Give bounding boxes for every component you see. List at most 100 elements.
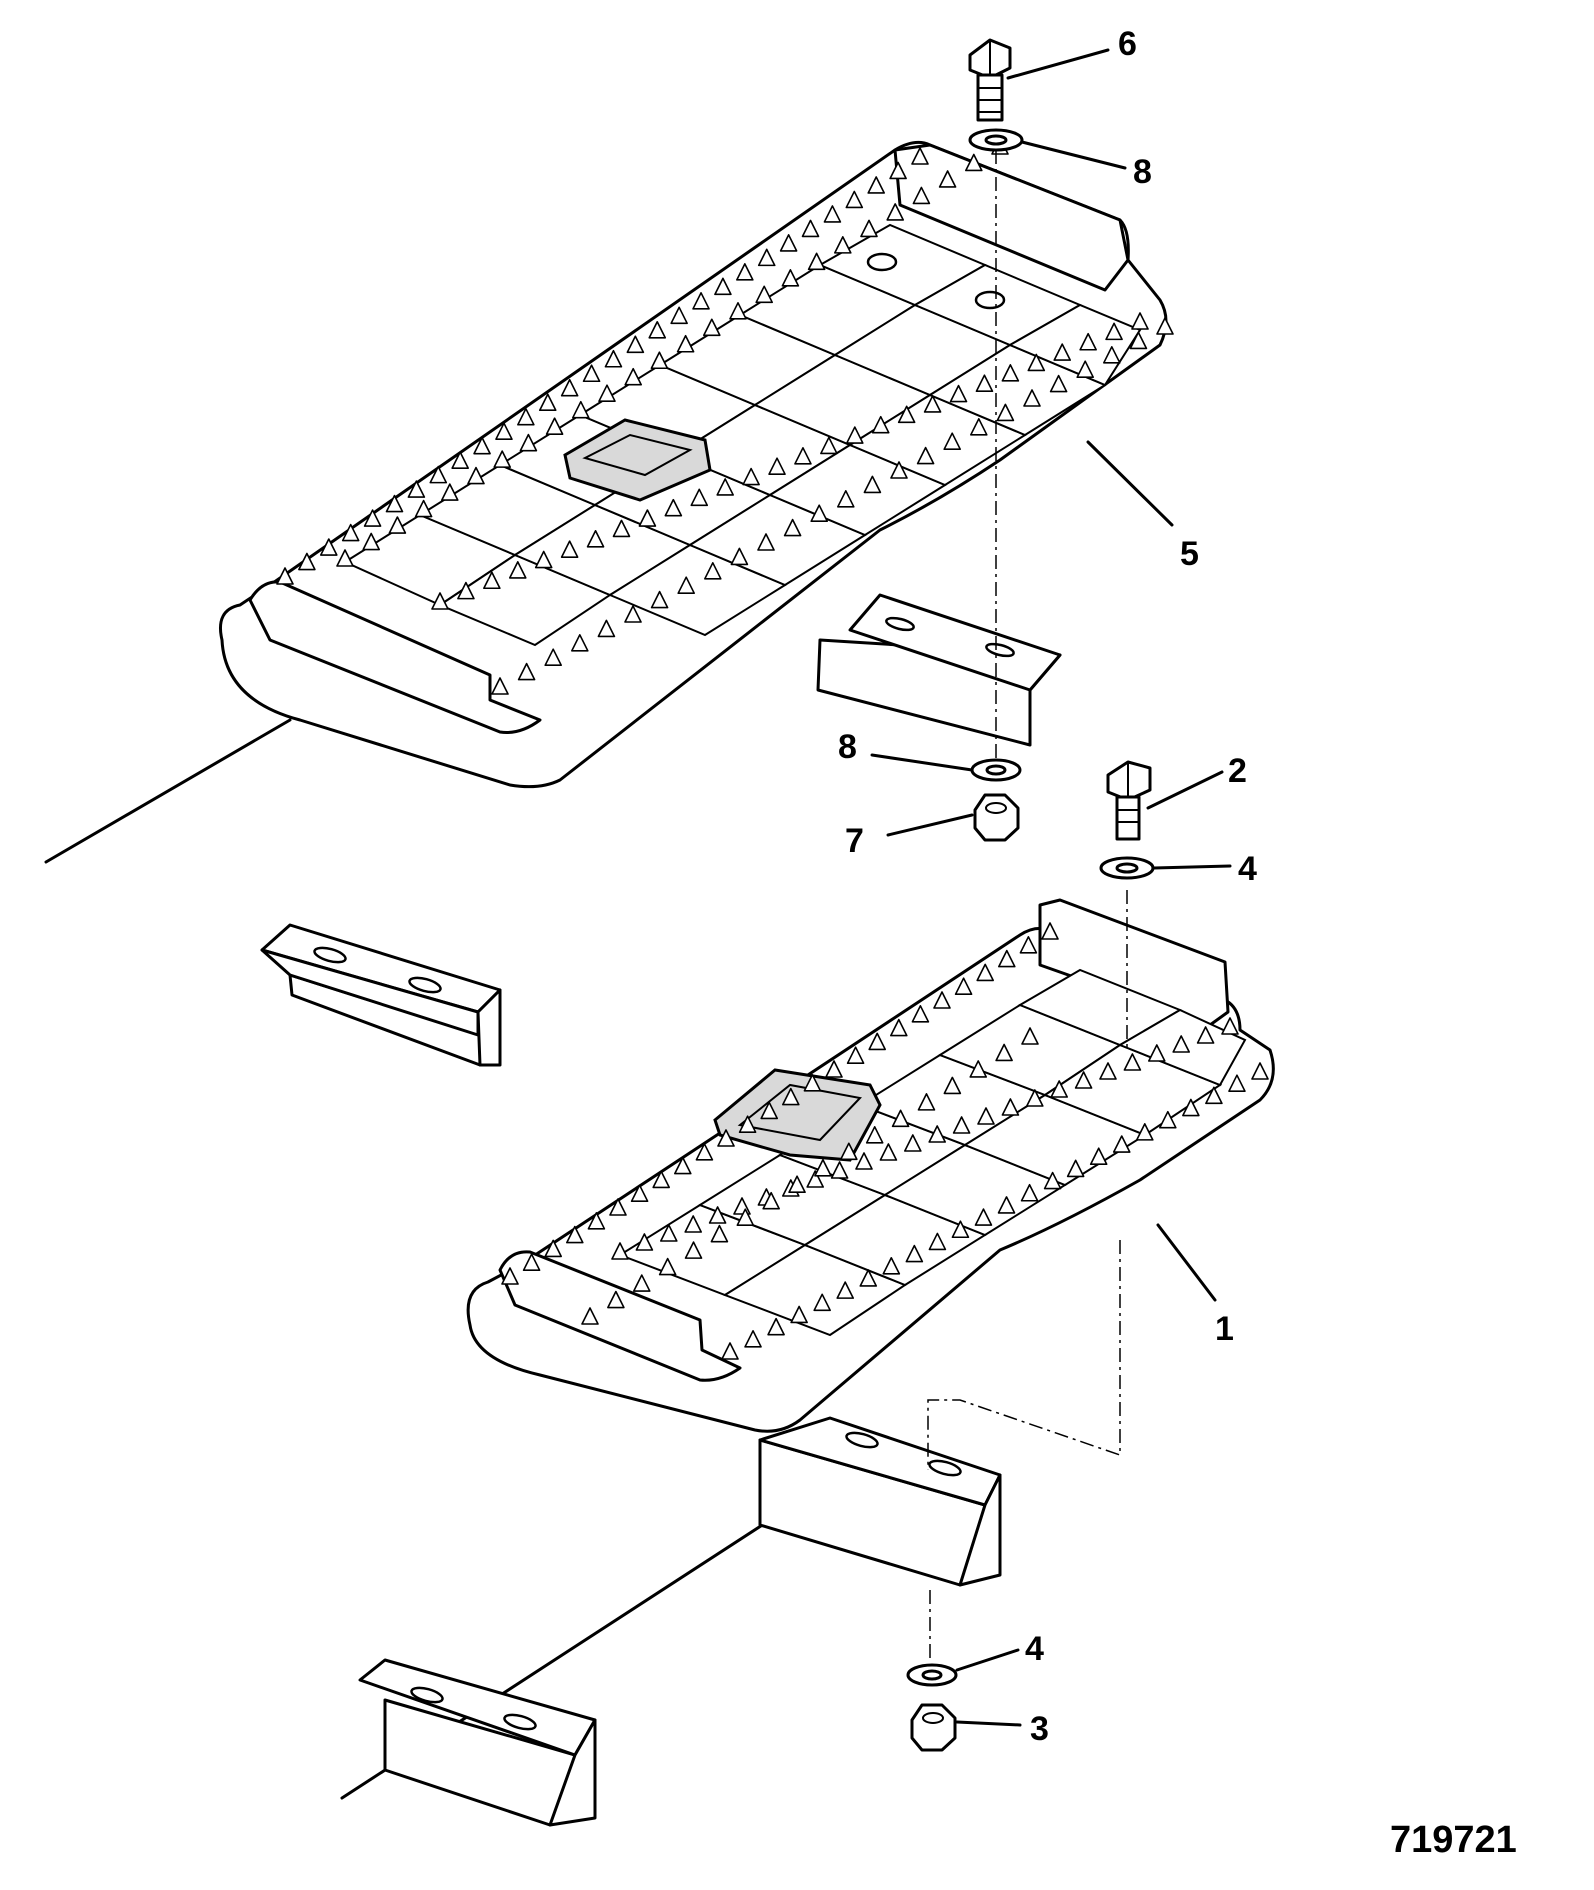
tread-tooth — [695, 1143, 714, 1161]
upper-step-tread — [219, 140, 1168, 789]
tread-tooth — [868, 1032, 886, 1051]
tread-tooth — [807, 252, 826, 271]
tread-tooth — [933, 991, 951, 1009]
tread-tooth — [845, 190, 864, 209]
tread-tooth — [974, 1208, 993, 1226]
tread-tooth — [1020, 1183, 1039, 1202]
tread-tooth — [762, 1191, 780, 1210]
tread-tooth — [545, 417, 564, 435]
tread-tooth — [676, 334, 695, 353]
lower-step-tread — [466, 898, 1275, 1433]
tread-tooth — [717, 1129, 735, 1147]
upper-step-rear-bracket — [816, 593, 1062, 747]
tread-tooth — [607, 1290, 625, 1309]
washer-4-lower — [906, 1663, 958, 1687]
tread-tooth — [581, 1307, 599, 1325]
tread-tooth — [674, 1156, 692, 1175]
tread-tooth — [1050, 1080, 1068, 1098]
tread-tooth — [1019, 936, 1038, 954]
tread-tooth — [917, 1093, 936, 1111]
tread-tooth — [905, 1244, 924, 1263]
tread-tooth — [757, 533, 775, 551]
tread-tooth — [650, 351, 669, 370]
tread-tooth — [522, 1253, 541, 1271]
tread-tooth — [1021, 1027, 1039, 1045]
tread-tooth — [912, 186, 931, 205]
lower-step-logo-badge — [713, 1068, 882, 1162]
tread-tooth — [431, 592, 449, 610]
lower-step-grid — [617, 968, 1247, 1337]
tread-tooth — [1205, 1086, 1223, 1105]
tread-tooth — [710, 1224, 729, 1243]
tread-tooth — [783, 518, 802, 537]
tread-tooth — [716, 478, 734, 496]
tread-tooth — [624, 367, 642, 386]
tread-tooth — [836, 1281, 855, 1299]
tread-tooth — [298, 552, 316, 571]
callout-6: 6 — [1118, 25, 1137, 63]
tread-tooth — [814, 1158, 832, 1177]
tread-tooth — [768, 457, 786, 475]
mounting-line-upper — [44, 718, 292, 864]
tread-tooth — [846, 426, 864, 444]
tread-tooth — [1251, 1062, 1269, 1080]
leader-6 — [1006, 48, 1110, 80]
leader-8-upper — [1020, 140, 1127, 170]
tread-tooth — [652, 1170, 670, 1189]
tread-tooth — [1156, 317, 1174, 335]
tread-tooth — [949, 384, 968, 403]
tread-tooth — [928, 1232, 947, 1251]
tread-tooth — [534, 550, 553, 569]
tread-tooth — [970, 418, 988, 436]
tread-tooth — [813, 1293, 831, 1312]
washer-8-lower — [970, 758, 1022, 782]
tread-tooth — [457, 581, 475, 600]
tread-tooth — [467, 466, 485, 485]
tread-tooth — [491, 677, 509, 695]
tread-tooth — [586, 529, 605, 548]
tread-tooth — [788, 1175, 806, 1194]
tread-tooth — [890, 1018, 908, 1037]
washer-4-upper — [1099, 856, 1155, 880]
upper-step-hole-b — [974, 290, 1006, 310]
tread-tooth — [632, 1274, 651, 1292]
left-bracket-upper — [260, 923, 502, 1067]
tread-tooth — [630, 1184, 649, 1202]
tread-tooth — [923, 395, 942, 413]
tread-tooth — [638, 509, 657, 527]
tread-tooth — [890, 461, 908, 479]
tread-tooth — [517, 407, 535, 426]
tread-tooth — [951, 1220, 970, 1239]
callout-5: 5 — [1180, 535, 1199, 573]
tread-tooth — [744, 1330, 762, 1348]
tread-tooth — [1041, 922, 1059, 940]
leader-2 — [1146, 770, 1224, 810]
leader-5 — [1086, 440, 1174, 527]
tread-tooth — [341, 523, 360, 542]
tread-tooth — [996, 403, 1015, 422]
tread-tooth — [684, 1215, 702, 1233]
tread-tooth — [1105, 322, 1123, 341]
tread-tooth — [1001, 1098, 1020, 1116]
tread-tooth — [1026, 1089, 1044, 1107]
tread-tooth — [897, 405, 916, 424]
tread-tooth — [708, 1206, 727, 1224]
leader-4-lower — [955, 1648, 1020, 1672]
tread-tooth — [860, 219, 878, 238]
tread-tooth — [823, 205, 842, 223]
tread-tooth — [560, 540, 579, 558]
tread-tooth — [519, 433, 538, 452]
tread-tooth — [1148, 1044, 1166, 1062]
nut-7 — [973, 793, 1020, 842]
tread-tooth — [363, 509, 382, 527]
tread-tooth — [1129, 331, 1148, 350]
tread-tooth — [508, 561, 527, 579]
tread-tooth — [1182, 1098, 1200, 1117]
leader-1 — [1156, 1223, 1217, 1302]
tread-tooth — [612, 519, 631, 538]
tread-tooth — [782, 1087, 800, 1106]
tread-tooth — [1159, 1110, 1177, 1129]
tread-tooth — [830, 1161, 849, 1179]
tread-tooth — [859, 1269, 878, 1287]
